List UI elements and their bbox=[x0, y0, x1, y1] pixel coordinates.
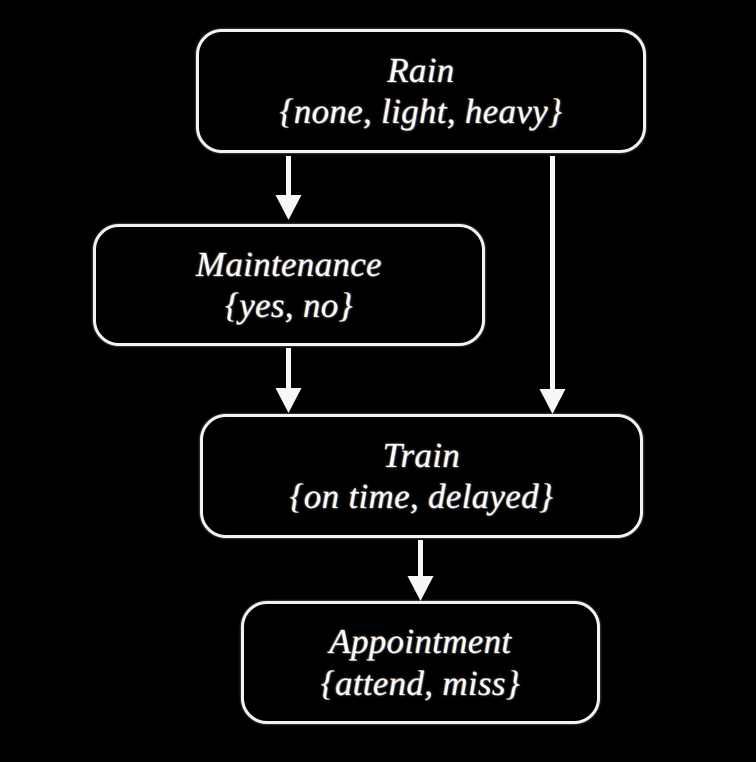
edge-maintenance-to-train bbox=[270, 345, 310, 417]
arrowhead-icon bbox=[407, 576, 434, 601]
node-appointment-states: {attend, miss} bbox=[320, 663, 521, 703]
node-maintenance-states: {yes, no} bbox=[225, 286, 353, 325]
node-train-states: {on time, delayed} bbox=[289, 477, 554, 516]
edge-train-to-appointment bbox=[402, 537, 442, 605]
arrowhead-icon bbox=[539, 389, 566, 414]
node-rain-states: {none, light, heavy} bbox=[279, 92, 563, 131]
arrowhead-icon bbox=[275, 195, 302, 220]
arrowhead-icon bbox=[275, 388, 302, 413]
edge-rain-to-train bbox=[534, 152, 574, 418]
node-maintenance[interactable]: Maintenance {yes, no} bbox=[93, 224, 485, 346]
node-rain-name: Rain bbox=[387, 50, 455, 90]
node-train-name: Train bbox=[382, 435, 461, 475]
node-train[interactable]: Train {on time, delayed} bbox=[200, 414, 643, 538]
node-maintenance-name: Maintenance bbox=[195, 244, 382, 284]
node-appointment-name: Appointment bbox=[329, 622, 512, 662]
edge-rain-to-maintenance bbox=[270, 152, 310, 224]
node-rain[interactable]: Rain {none, light, heavy} bbox=[196, 29, 646, 153]
node-appointment[interactable]: Appointment {attend, miss} bbox=[241, 601, 600, 724]
